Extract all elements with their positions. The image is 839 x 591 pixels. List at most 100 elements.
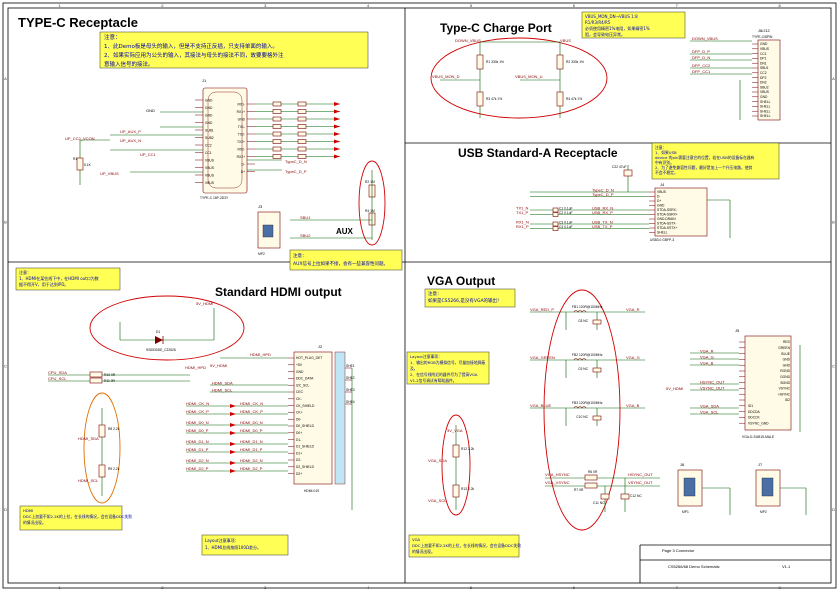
- note-box-vga-layout: [406, 351, 490, 385]
- connector-ref: J5: [735, 328, 740, 333]
- net-label: HDMI_D0_N: [186, 420, 209, 425]
- net-label: HDMI_SCL: [212, 387, 233, 392]
- ferrite-symbol: [573, 358, 587, 361]
- grid-col-label: 8: [778, 585, 781, 590]
- note-line: V1.2信号调试有帮助器件。: [410, 378, 457, 383]
- pin-label: SUB2: [205, 136, 214, 140]
- note-box-hdmi-layout: [201, 534, 289, 556]
- net-label: HDMI_CK_N: [240, 401, 263, 406]
- section-title-hdmi: Standard HDMI output: [215, 285, 342, 299]
- pin-label: I2C_SCL: [296, 383, 310, 387]
- net-label: HDMI_D0_P: [240, 428, 263, 433]
- section-title-typec-charge: Type-C Charge Port: [440, 21, 552, 35]
- note-line: 1、HDMI总线按照100Ω差分。: [205, 544, 261, 550]
- net-label: TypeC_D_P: [285, 169, 307, 174]
- jumper-ref: J7: [758, 462, 763, 467]
- pin-label: SBU1: [760, 66, 769, 70]
- net-label: HSYNC_OUT: [628, 472, 653, 477]
- note-line: R1/R3/R4/R5: [585, 20, 611, 25]
- resistor-label: R4 47k 1%: [566, 97, 582, 101]
- net-label: VGA_B: [700, 360, 714, 365]
- capacitor-label: C8 NC: [578, 319, 589, 323]
- net-flag-icon: [230, 431, 236, 435]
- section-title-vga: VGA Output: [427, 274, 495, 288]
- net-label: USB_TX_N: [592, 219, 613, 224]
- pin-label: D-: [657, 195, 660, 199]
- net-flag-icon: [334, 139, 340, 144]
- typec-charge-section: Type-C Charge Port VBUS_MON_DN→VBUS 1:8 …: [430, 11, 781, 121]
- pin-label: DN2: [760, 81, 767, 85]
- net-label: DFP_CC2: [692, 63, 711, 68]
- net-label: VGA_SDA: [700, 403, 719, 408]
- net-label: UP_CC1: [140, 152, 157, 157]
- resistor-label: R2 330k 1%: [566, 60, 584, 64]
- pin-label: TX2+: [237, 140, 245, 144]
- note-line: 注意：: [428, 290, 442, 297]
- jumper-icon: [262, 224, 274, 238]
- pin-label: D1_SHIELD: [296, 445, 315, 449]
- pin-label: CK_SHIELD: [296, 404, 315, 408]
- grid-col-label: 1: [58, 585, 61, 590]
- note-line: 阻，会导致电压异常。: [585, 31, 625, 37]
- grid-col-label: 3: [264, 3, 267, 8]
- pin-label: D2_SHIELD: [296, 465, 315, 469]
- resistor-label: R10 0R: [104, 373, 116, 377]
- pin-label: VSYNC: [779, 387, 791, 391]
- net-label: USB_RX_N: [592, 205, 613, 210]
- note-line: 及。: [410, 366, 418, 371]
- connector-ref: J2: [318, 344, 323, 349]
- pin-label: GND: [205, 106, 213, 110]
- jumper-j7: J7 MP2: [755, 462, 781, 514]
- usb-a-pins: VBUSD-D+GNDSTDA-SSRX-STDA-SSRX+GND-DRAIN…: [649, 190, 678, 235]
- grid-row-label: A: [4, 76, 7, 81]
- grid-row-label: D: [4, 507, 7, 512]
- pin-label: GGND: [780, 375, 791, 379]
- grid-row-label: C: [832, 363, 835, 368]
- ferrite-label: FB1 120R@100MHz: [572, 305, 603, 309]
- pin-label: SHELL: [760, 100, 771, 104]
- net-flag-icon: [334, 132, 340, 136]
- note-box-charge: [581, 11, 686, 39]
- note-line: 的情况出现。: [412, 549, 435, 554]
- resistor-label: R8 2.2k: [108, 427, 120, 431]
- net-label: HDMI_SCL: [78, 478, 99, 483]
- pin-label: SHELL: [657, 231, 668, 235]
- net-label: TX1_P: [516, 210, 529, 215]
- typec-receptacle-section: TYPE-C Receptacle 注意： 1、此Demo板是母头的输入，但是不…: [18, 15, 403, 271]
- capacitor-label: C2 0.1uF: [559, 211, 573, 215]
- connector-charge-body: [757, 39, 781, 121]
- jumper-icon: [683, 477, 696, 497]
- resistor-label: R6 0R: [588, 470, 598, 474]
- pin-label: D0_SHIELD: [296, 424, 315, 428]
- pin-label: GND: [783, 363, 791, 367]
- vga-connector-nets: VGA_RVGA_GVGA_BHSYNC_OUTVSYNC_OUTVGA_SDA…: [690, 345, 801, 432]
- diode-ref: D1: [156, 330, 160, 334]
- resistor-label: R12 2.2k: [461, 447, 475, 451]
- grid-col-label: 5: [470, 585, 473, 590]
- net-label: VBUS_MON_U: [515, 74, 543, 79]
- net-label: VSYNC_OUT: [628, 480, 653, 485]
- capacitor-label: C10 NC: [576, 415, 588, 419]
- note-line: 2、为了避免兼容性问题，最好是加上一个升压电路，使其: [655, 165, 753, 170]
- hdmi-section: 注意： 1、HDMI在某些线下中，在HDMI out口为数 据不得开V，用于达到…: [15, 267, 355, 556]
- grid-col-label: 4: [367, 3, 370, 8]
- resistor-r1: [76, 157, 84, 171]
- net-label: VGA_SCL: [700, 409, 719, 414]
- net-label: 3V_VGA: [447, 428, 463, 433]
- jumper-icon: [761, 477, 774, 497]
- net-label: HDMI_D1_N: [240, 439, 263, 444]
- connector-ref: J4: [660, 182, 665, 187]
- note-line: 必须使用精密1%电阻，如果精密1%: [585, 25, 650, 31]
- pin-label: RX1+: [237, 110, 245, 114]
- net-label: UP_AUX_P: [120, 129, 141, 134]
- highlight-charge-divider: [430, 37, 608, 119]
- net-flag-icon: [230, 469, 236, 473]
- net-label: HDMI_D1_N: [186, 439, 209, 444]
- grid-col-label: 6: [573, 3, 576, 8]
- pin-label: D1+: [296, 451, 302, 455]
- pin-label: CEC: [296, 390, 304, 394]
